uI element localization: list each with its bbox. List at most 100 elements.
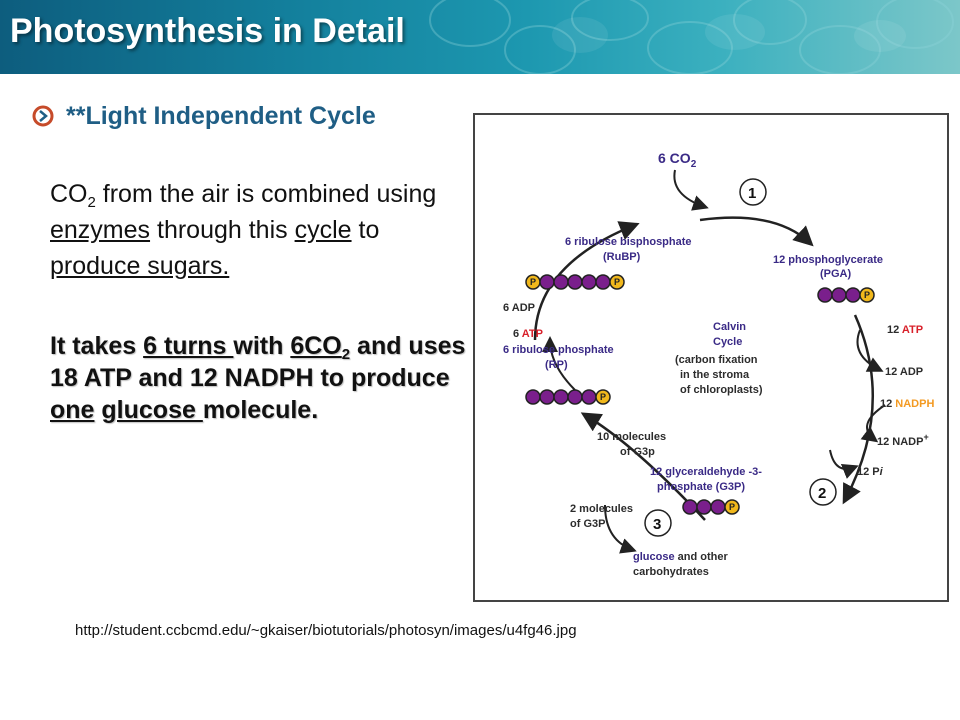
subscript-two: 2 bbox=[341, 346, 351, 363]
glucose-label-line1: glucose and other bbox=[633, 551, 728, 563]
rubp-label-line1: 6 ribulose bisphosphate bbox=[565, 236, 692, 248]
rp-label-line2: (RP) bbox=[545, 359, 568, 371]
phosphate-ball bbox=[595, 389, 611, 405]
center-label-line3: (carbon fixation bbox=[675, 354, 758, 366]
para2-text-it-takes: It takes bbox=[50, 332, 144, 360]
bullet-heading-text: **Light Independent Cycle bbox=[66, 101, 376, 130]
carbon-ball bbox=[696, 499, 712, 515]
circle-arrow-bullet-icon bbox=[32, 105, 54, 127]
para2-text-with: with bbox=[233, 332, 291, 360]
phosphate-ball bbox=[609, 274, 625, 290]
molecule-word: molecule. bbox=[202, 396, 319, 424]
cycle-word: cycle bbox=[294, 216, 352, 244]
para1-text-to: to bbox=[351, 216, 380, 244]
para1-text-from: from the air is combined using bbox=[95, 180, 437, 208]
pi-output-label: 12 Pi bbox=[857, 466, 884, 478]
step-one-number: 1 bbox=[748, 185, 756, 202]
co2-explanation-paragraph: CO2 from the air is combined using enzym… bbox=[50, 176, 470, 284]
g3p-two-label-line1: 2 molecules bbox=[570, 503, 633, 515]
carbon-ball bbox=[595, 274, 611, 290]
co2-in-arrow bbox=[673, 169, 709, 211]
cycle-arrow-top bbox=[699, 216, 814, 247]
phosphate-label: P bbox=[600, 392, 606, 402]
rp-molecule: P bbox=[525, 389, 611, 405]
rubp-label-line2: (RuBP) bbox=[603, 251, 641, 263]
atp12-input-label: 12 ATP bbox=[887, 324, 923, 336]
carbon-ball bbox=[581, 274, 597, 290]
six-turns-phrase: 6 turns bbox=[143, 332, 234, 360]
atp-input-label: 6 ATP bbox=[513, 328, 543, 340]
para2-text-middle: and uses 18 ATP and 12 NADPH to produce bbox=[50, 332, 466, 392]
center-label-line1: Calvin bbox=[713, 321, 746, 333]
calvin-cycle-diagram: 6 CO2 1 6 ribulose bisphosphate (RuBP) 1… bbox=[473, 113, 949, 602]
g3p-ten-label-line2: of G3p bbox=[620, 446, 655, 458]
turns-explanation-paragraph: It takes 6 turns with 6CO2 and uses 18 A… bbox=[50, 330, 470, 426]
g3p-ten-label-line1: 10 molecules bbox=[597, 431, 666, 443]
adp-out-arrow bbox=[856, 329, 884, 372]
atp-in-arrow bbox=[542, 336, 576, 391]
g3p-molecule: P bbox=[682, 499, 740, 515]
pi-out-arrow bbox=[829, 449, 859, 479]
nadp-output-label: 12 NADP+ bbox=[877, 432, 929, 448]
glucose-label-line2: carbohydrates bbox=[633, 566, 709, 578]
g3p-two-label-line2: of G3P bbox=[570, 518, 605, 530]
glucose-out-arrow bbox=[604, 504, 637, 554]
produce-sugars-phrase: produce sugars. bbox=[50, 252, 230, 280]
phosphate-ball bbox=[859, 287, 875, 303]
center-label-line2: Cycle bbox=[713, 336, 742, 348]
phosphate-label: P bbox=[530, 277, 536, 287]
nadp-out-arrow bbox=[860, 404, 886, 443]
carbon-ball bbox=[682, 499, 698, 515]
carbon-ball bbox=[831, 287, 847, 303]
calvin-cycle-svg: 6 CO2 1 6 ribulose bisphosphate (RuBP) 1… bbox=[503, 150, 934, 578]
carbon-ball bbox=[567, 389, 583, 405]
step-three-number: 3 bbox=[653, 516, 661, 533]
co2-input-label: 6 CO2 bbox=[658, 150, 697, 170]
bullet-heading: **Light Independent Cycle bbox=[32, 98, 376, 134]
phosphate-label: P bbox=[864, 290, 870, 300]
carbon-ball bbox=[553, 274, 569, 290]
nadph-input-label: 12 NADPH bbox=[880, 398, 934, 410]
pga-label-line1: 12 phosphoglycerate bbox=[773, 254, 883, 266]
center-label-line4: in the stroma bbox=[680, 369, 750, 381]
pga-label-line2: (PGA) bbox=[820, 268, 852, 280]
slide-title: Photosynthesis in Detail bbox=[10, 12, 405, 50]
cell-texture-decoration bbox=[429, 0, 954, 74]
carbon-ball bbox=[817, 287, 833, 303]
one-word: one bbox=[50, 396, 95, 424]
phosphate-ball bbox=[724, 499, 740, 515]
adp-output-label: 6 ADP bbox=[503, 302, 535, 314]
cycle-arrow-upper-left bbox=[533, 221, 640, 341]
carbon-ball bbox=[525, 389, 541, 405]
carbon-ball bbox=[845, 287, 861, 303]
carbon-ball bbox=[567, 274, 583, 290]
enzymes-word: enzymes bbox=[50, 216, 151, 244]
carbon-ball bbox=[581, 389, 597, 405]
step-three-circle bbox=[644, 509, 672, 537]
phosphate-label: P bbox=[729, 502, 735, 512]
six-co-text: 6CO bbox=[290, 332, 342, 360]
step-one-circle bbox=[739, 178, 767, 206]
step-two-number: 2 bbox=[818, 485, 826, 502]
glucose-word: glucose bbox=[101, 396, 203, 424]
g3p-twelve-label-line2: phosphate (G3P) bbox=[657, 481, 745, 493]
g3p-twelve-label-line1: 12 glyceraldehyde -3- bbox=[650, 466, 762, 478]
carbon-ball bbox=[710, 499, 726, 515]
six-co2-phrase: 6CO2 bbox=[290, 332, 351, 363]
carbon-ball bbox=[539, 389, 555, 405]
phosphate-label: P bbox=[614, 277, 620, 287]
para1-text-through: through this bbox=[150, 216, 295, 244]
source-url: http://student.ccbcmd.edu/~gkaiser/biotu… bbox=[75, 622, 577, 639]
subscript-two: 2 bbox=[87, 194, 96, 211]
pga-molecule: P bbox=[817, 287, 875, 303]
rp-label-line1: 6 ribulose phosphate bbox=[503, 344, 614, 356]
adp12-output-label: 12 ADP bbox=[885, 366, 923, 378]
carbon-ball bbox=[539, 274, 555, 290]
co-text: CO bbox=[50, 180, 88, 208]
step-two-circle bbox=[809, 478, 837, 506]
slide-header: Photosynthesis in Detail bbox=[0, 0, 960, 74]
carbon-ball bbox=[553, 389, 569, 405]
center-label-line5: of chloroplasts) bbox=[680, 384, 763, 396]
